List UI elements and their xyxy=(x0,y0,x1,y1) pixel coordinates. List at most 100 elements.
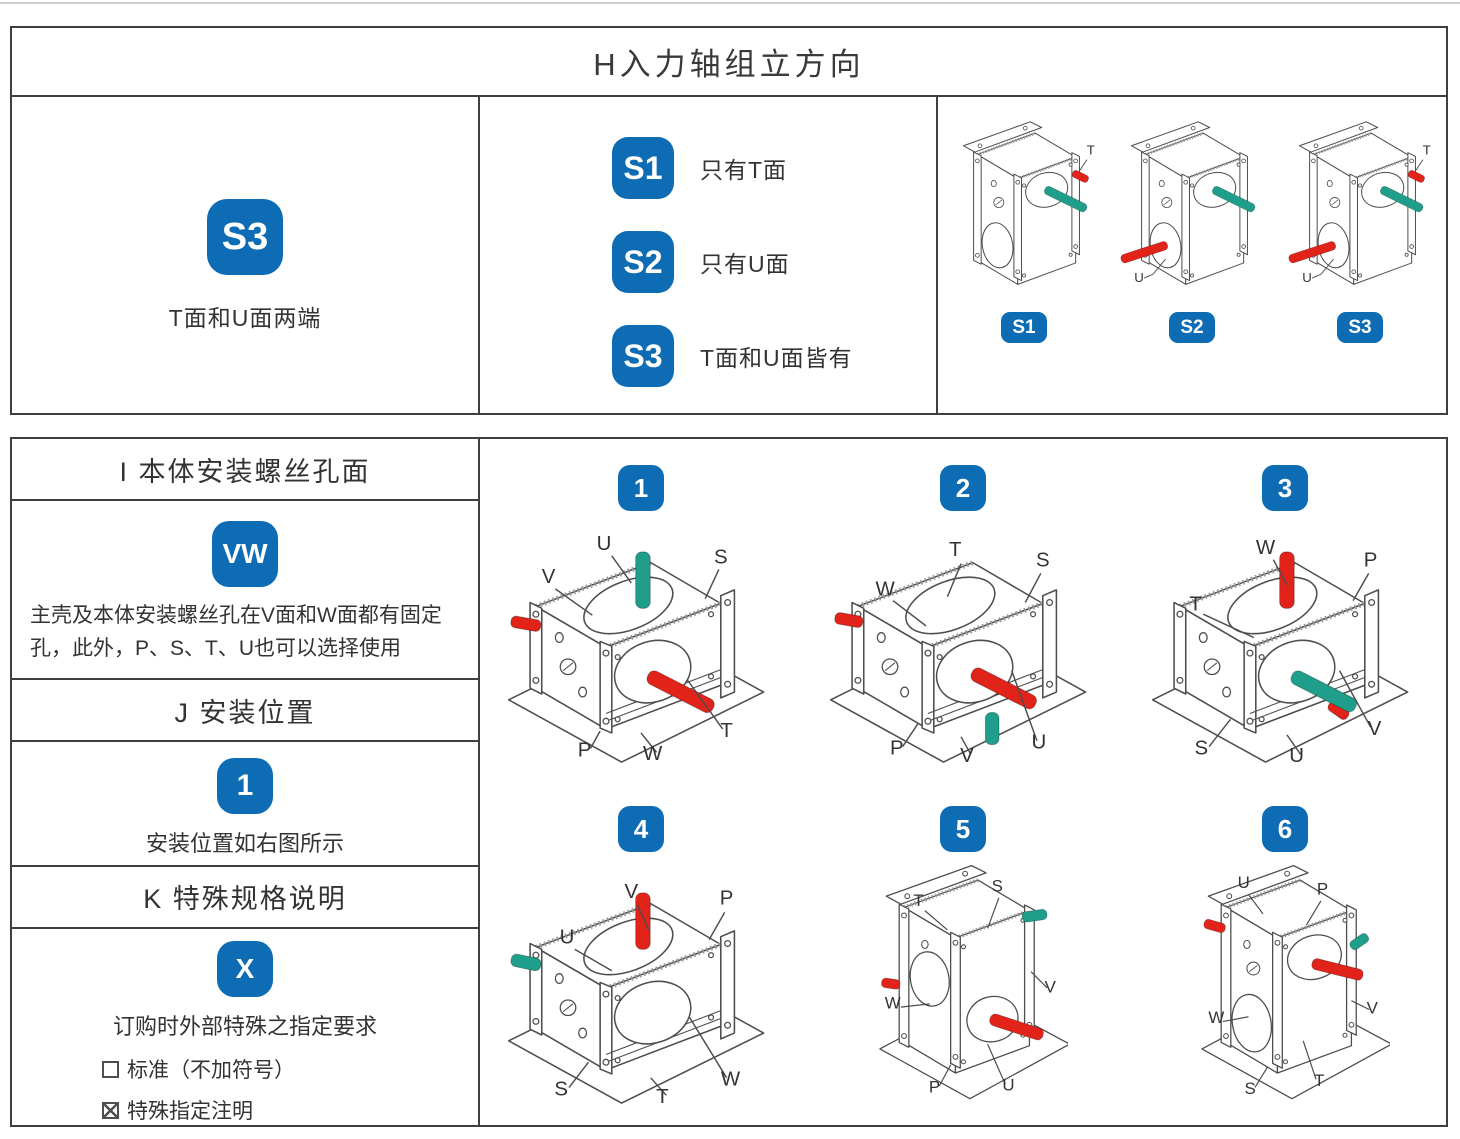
face-label: T xyxy=(913,891,923,910)
option-standard: 标准（不加符号） xyxy=(102,1054,478,1084)
position-figure-5: 5 T S W V P U xyxy=(802,780,1124,1125)
gearbox-figure-s1: T S1 xyxy=(942,113,1106,413)
mounting-spec-table: I 本体安装螺丝孔面 VW 主壳及本体安装螺丝孔在V面和W面都有固定孔，此外，P… xyxy=(10,437,1448,1127)
direction-option-s2: S2 只有U面 xyxy=(612,231,936,293)
spec-left-column: I 本体安装螺丝孔面 VW 主壳及本体安装螺丝孔在V面和W面都有固定孔，此外，P… xyxy=(12,439,480,1125)
face-label: V xyxy=(960,745,974,766)
section-j-badge: 1 xyxy=(217,758,273,815)
section-k-cell: X 订购时外部特殊之指定要求 标准（不加符号） 特殊指定注明 xyxy=(12,929,478,1125)
position-badge-3: 3 xyxy=(1262,465,1308,511)
face-label: P xyxy=(578,739,592,761)
face-label: U xyxy=(1134,270,1144,285)
face-label: U xyxy=(1289,745,1304,766)
figure-badge-s2: S2 xyxy=(1169,312,1215,343)
face-label: T xyxy=(656,1086,668,1107)
direction-code-caption: T面和U面两端 xyxy=(168,305,322,331)
section-j-header: J 安装位置 xyxy=(12,680,478,743)
direction-option-s1: S1 只有T面 xyxy=(612,137,936,199)
option-label-s3: T面和U面皆有 xyxy=(700,345,853,371)
option-label-s2: 只有U面 xyxy=(700,251,790,277)
face-label: T xyxy=(1189,593,1201,615)
face-label: S xyxy=(714,547,728,569)
face-label: P xyxy=(1364,550,1378,572)
option-special-label: 特殊指定注明 xyxy=(127,1100,253,1123)
face-label: W xyxy=(643,743,663,765)
section-i-cell: VW 主壳及本体安装螺丝孔在V面和W面都有固定孔，此外，P、S、T、U也可以选择… xyxy=(12,501,478,681)
face-label: U xyxy=(1032,731,1047,753)
face-label: W xyxy=(1208,1008,1224,1027)
section-k-description: 订购时外部特殊之指定要求 xyxy=(112,1013,377,1039)
face-label: V xyxy=(1044,978,1056,997)
top-table-body: S3 T面和U面两端 S1 只有T面 S2 只有U面 S3 T面和U面皆有 xyxy=(12,97,1446,413)
face-label: P xyxy=(890,737,904,759)
mounting-position-figures: 1 V U S P W T 2 W T S P V U 3 T W P S U V 4 U xyxy=(480,439,1446,1125)
face-label: U xyxy=(1237,873,1249,892)
section-j-description: 安装位置如右图所示 xyxy=(145,831,344,857)
position-badge-1: 1 xyxy=(618,465,664,511)
face-label: W xyxy=(721,1069,741,1091)
face-label: W xyxy=(876,579,896,601)
face-label: U xyxy=(1002,1076,1014,1095)
face-label: T xyxy=(949,539,961,561)
section-k-options: 标准（不加符号） 特殊指定注明 xyxy=(12,1054,478,1125)
gearbox-figure-s2: U S2 xyxy=(1110,113,1274,413)
position-badge-5: 5 xyxy=(940,806,986,852)
position-badge-4: 4 xyxy=(618,806,664,852)
section-j-cell: 1 安装位置如右图所示 xyxy=(12,742,478,867)
figure-badge-s3: S3 xyxy=(1337,312,1383,343)
gearbox-drawing-s1: T xyxy=(942,113,1106,307)
top-table-title: H入力轴组立方向 xyxy=(12,28,1446,97)
face-label: U xyxy=(1302,270,1312,285)
face-label: W xyxy=(1256,537,1276,559)
direction-code-badge: S3 xyxy=(207,199,283,275)
gearbox-drawing-5: T S W V P U xyxy=(859,854,1070,1125)
face-label: P xyxy=(1316,880,1327,899)
face-label: S xyxy=(1244,1079,1255,1098)
direction-option-s3: S3 T面和U面皆有 xyxy=(612,325,936,387)
option-badge-s3: S3 xyxy=(612,325,674,387)
face-label: V xyxy=(1368,718,1382,740)
position-badge-2: 2 xyxy=(940,465,986,511)
face-label: S xyxy=(991,876,1002,895)
checkbox-marked-icon xyxy=(102,1101,119,1119)
option-badge-s2: S2 xyxy=(612,231,674,293)
direction-options-cell: S1 只有T面 S2 只有U面 S3 T面和U面皆有 xyxy=(480,97,938,413)
section-i-header: I 本体安装螺丝孔面 xyxy=(12,439,478,501)
face-label: P xyxy=(720,888,734,910)
option-label-s1: 只有T面 xyxy=(700,157,788,183)
face-label: V xyxy=(1366,999,1378,1018)
face-label: S xyxy=(554,1078,568,1100)
face-label: W xyxy=(884,994,900,1013)
checkbox-unchecked-icon xyxy=(102,1060,119,1078)
face-label: T xyxy=(1087,143,1095,158)
option-standard-label: 标准（不加符号） xyxy=(127,1059,295,1082)
gearbox-drawing-4: U V P S T W xyxy=(495,854,787,1112)
face-label: S xyxy=(1195,737,1209,759)
section-k-badge: X xyxy=(217,940,273,997)
face-label: T xyxy=(1423,143,1431,158)
face-label: V xyxy=(624,881,638,903)
input-shaft-direction-table: H入力轴组立方向 S3 T面和U面两端 S1 只有T面 S2 只有U面 S3 T… xyxy=(10,26,1448,415)
page-top-rule xyxy=(0,2,1460,4)
face-label: U xyxy=(560,927,575,949)
selected-direction-cell: S3 T面和U面两端 xyxy=(12,97,480,413)
position-figure-4: 4 U V P S T W xyxy=(480,780,802,1125)
section-i-badge: VW xyxy=(212,521,278,587)
gearbox-drawing-3: T W P S U V xyxy=(1139,513,1431,771)
gearbox-drawing-6: U P W V S T xyxy=(1181,854,1392,1125)
face-label: P xyxy=(928,1077,939,1096)
face-label: T xyxy=(1314,1071,1324,1090)
option-badge-s1: S1 xyxy=(612,137,674,199)
face-label: T xyxy=(720,720,732,742)
section-i-description: 主壳及本体安装螺丝孔在V面和W面都有固定孔，此外，P、S、T、U也可以选择使用 xyxy=(30,604,442,660)
gearbox-drawing-s2: U xyxy=(1110,113,1274,307)
